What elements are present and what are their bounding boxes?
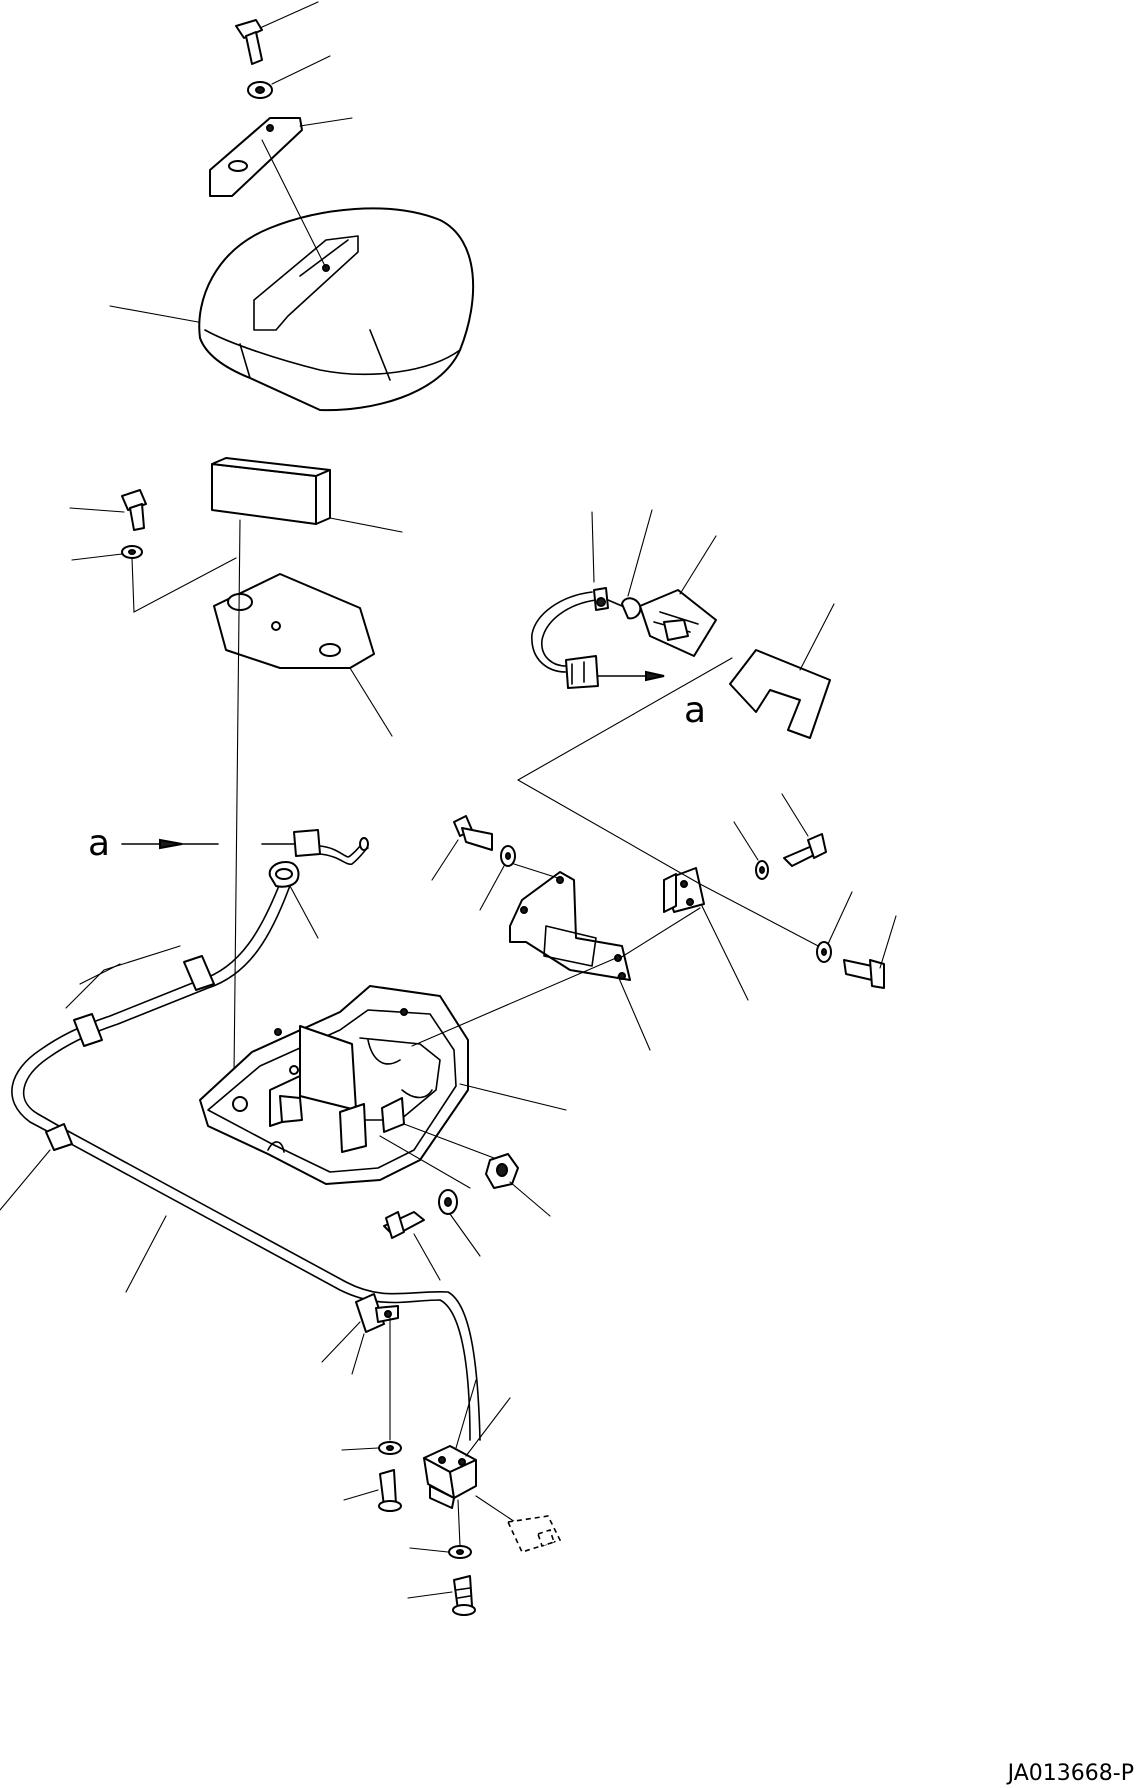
clip-3 bbox=[45, 1123, 73, 1151]
leader-line bbox=[71, 553, 123, 561]
view-ref-letter: a bbox=[684, 690, 706, 731]
leader-line bbox=[0, 1149, 51, 1211]
leader-line bbox=[509, 1181, 551, 1217]
sensor-switch bbox=[423, 1445, 477, 1509]
grommet bbox=[268, 861, 300, 888]
leader-line bbox=[701, 905, 749, 1001]
clip-2 bbox=[73, 1013, 103, 1047]
leader-line bbox=[479, 865, 505, 911]
alignment-line bbox=[475, 1495, 519, 1525]
leader-line bbox=[449, 1213, 481, 1257]
alignment-line bbox=[513, 863, 559, 879]
top-washer bbox=[247, 81, 273, 99]
leader-line bbox=[465, 1397, 511, 1457]
bracket-washer bbox=[500, 845, 516, 867]
leader-line bbox=[349, 667, 393, 737]
base-plate bbox=[199, 985, 469, 1185]
right-bolt-2 bbox=[843, 959, 885, 989]
leader-line bbox=[259, 1, 319, 29]
leader-line bbox=[431, 839, 459, 881]
harness-clamp bbox=[355, 1293, 399, 1333]
arrow-head bbox=[159, 838, 183, 850]
leader-line bbox=[617, 975, 651, 1051]
right-washer-2 bbox=[816, 941, 832, 963]
leader-line bbox=[879, 915, 897, 969]
view-boundary-line bbox=[517, 779, 701, 885]
view-ref-letter: a bbox=[88, 823, 110, 864]
bar-pad bbox=[211, 457, 331, 525]
right-washer-1 bbox=[755, 860, 769, 880]
lower-washer bbox=[438, 1189, 458, 1215]
leader-line bbox=[271, 55, 331, 85]
alignment-line bbox=[699, 883, 823, 949]
bracket-plate bbox=[213, 573, 375, 669]
nut bbox=[485, 1153, 519, 1189]
leader-line bbox=[299, 117, 353, 127]
leader-line bbox=[321, 1321, 361, 1363]
leader-line bbox=[781, 793, 809, 837]
drawing-number: JA013668-P bbox=[1006, 1761, 1134, 1786]
leader-line bbox=[459, 1083, 567, 1111]
right-bolt-1 bbox=[783, 833, 827, 867]
bracket bbox=[509, 871, 631, 981]
leader-line bbox=[455, 1379, 477, 1449]
u-bracket bbox=[729, 649, 831, 739]
leader-line bbox=[409, 1547, 449, 1553]
leader-line bbox=[799, 603, 835, 671]
leader-line bbox=[351, 1333, 365, 1375]
alignment-line bbox=[379, 1135, 471, 1189]
leader-line bbox=[733, 821, 759, 861]
wire-harness bbox=[11, 877, 481, 1441]
stack-washer-2 bbox=[448, 1545, 472, 1559]
leader-line bbox=[79, 963, 121, 985]
view-boundary-line bbox=[517, 657, 733, 781]
top-plate bbox=[209, 117, 303, 197]
leader-line bbox=[329, 517, 403, 533]
mid-bolt bbox=[121, 489, 147, 531]
small-bracket bbox=[663, 867, 705, 913]
leader-line bbox=[343, 1489, 379, 1501]
leader-line bbox=[413, 1233, 441, 1281]
alignment-line bbox=[457, 1499, 461, 1547]
top-bolt bbox=[235, 19, 263, 65]
leader-line bbox=[289, 885, 319, 939]
lower-bolt bbox=[383, 1211, 425, 1239]
leader-line bbox=[407, 1591, 453, 1599]
leader-line bbox=[679, 535, 717, 595]
arrow-head bbox=[645, 670, 665, 682]
leader-line bbox=[65, 945, 181, 1009]
switch-assembly bbox=[531, 587, 717, 689]
cover bbox=[198, 207, 475, 412]
stack-screw-1 bbox=[378, 1469, 402, 1512]
clip-1 bbox=[183, 955, 215, 991]
alignment-line bbox=[403, 1123, 495, 1159]
leader-line bbox=[627, 509, 653, 597]
harness-connector bbox=[261, 829, 369, 866]
alignment-line bbox=[411, 957, 617, 1047]
stack-washer-1 bbox=[378, 1441, 402, 1455]
alignment-line bbox=[261, 139, 327, 269]
connector-phantom bbox=[506, 1515, 562, 1553]
alignment-line bbox=[619, 907, 701, 959]
alignment-line bbox=[131, 557, 237, 613]
leader-line bbox=[125, 1215, 167, 1293]
leader-line bbox=[69, 507, 125, 513]
stack-screw-2 bbox=[452, 1575, 476, 1616]
leader-line bbox=[591, 511, 595, 583]
alignment-line bbox=[233, 519, 241, 1075]
mid-washer bbox=[121, 545, 143, 559]
leader-line bbox=[109, 305, 199, 323]
leader-line bbox=[827, 891, 853, 945]
leader-line bbox=[341, 1447, 379, 1451]
bracket-bolt bbox=[453, 815, 493, 851]
